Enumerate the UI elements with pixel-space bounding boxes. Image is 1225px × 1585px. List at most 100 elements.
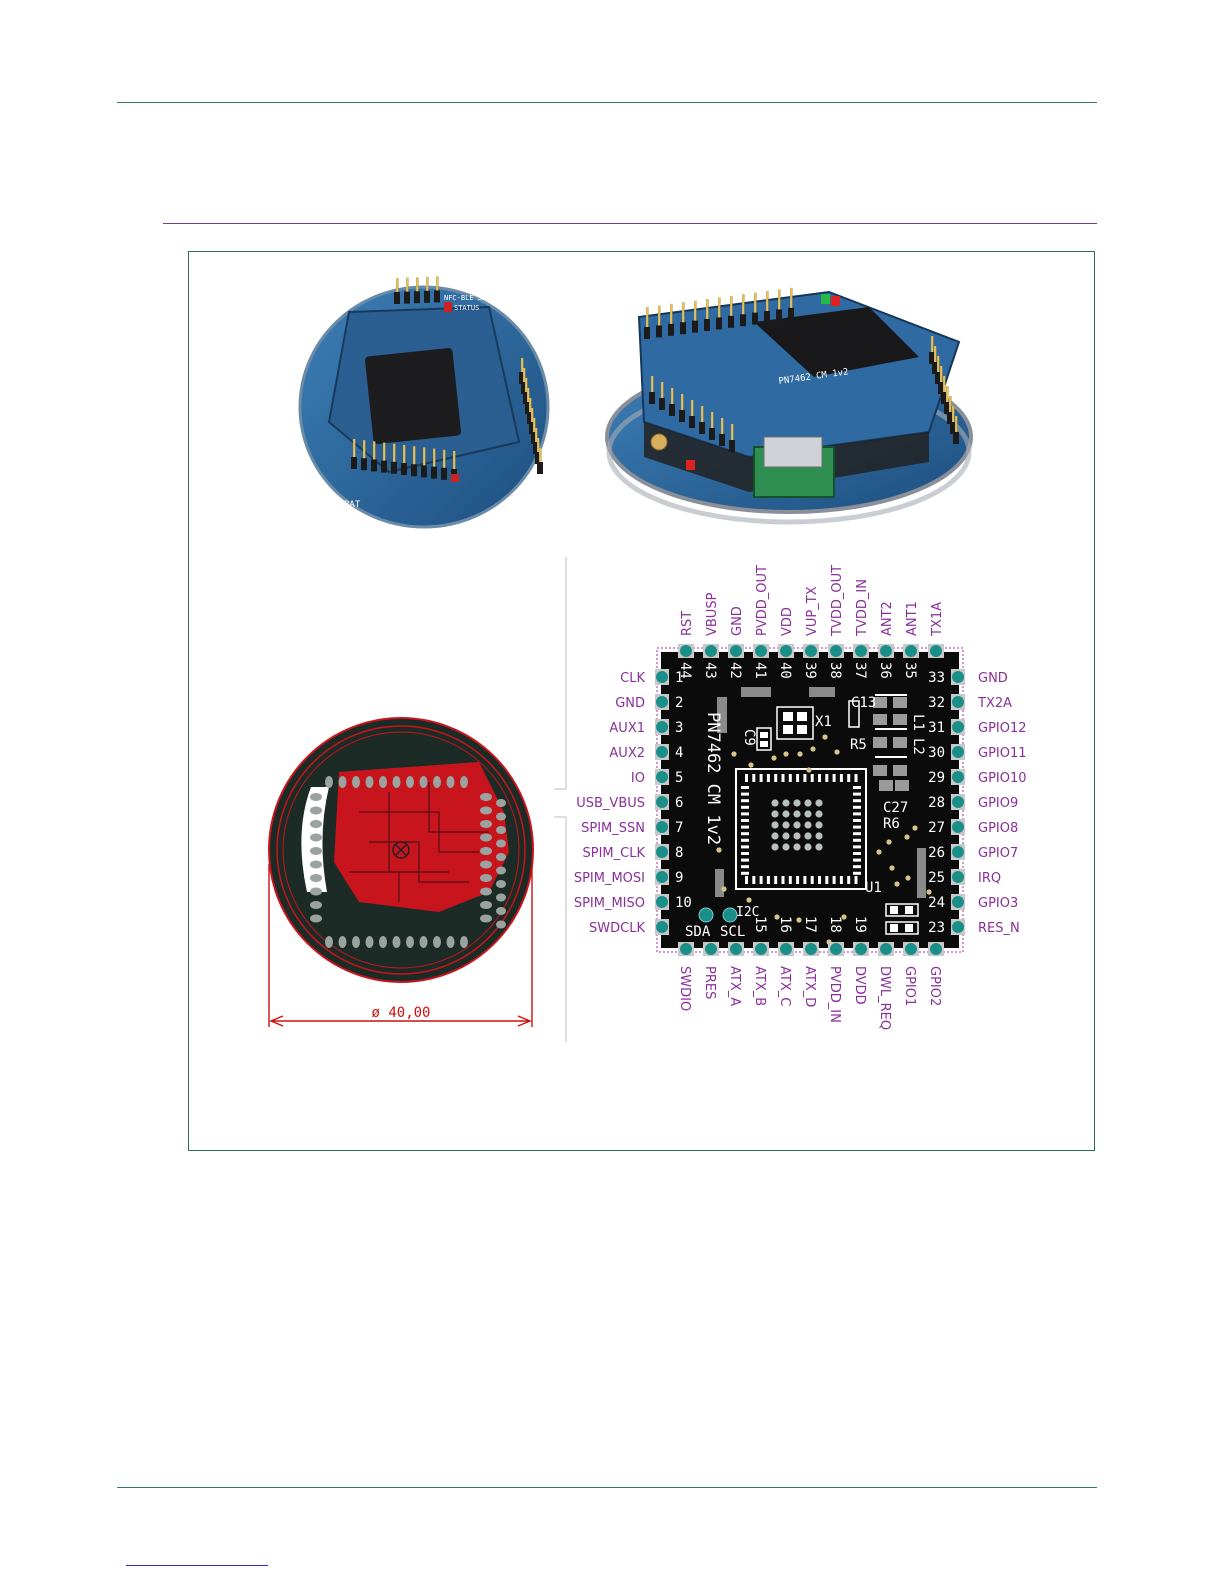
header-block [649, 392, 655, 404]
ic-pad [847, 774, 851, 782]
pcb-pad [496, 799, 506, 807]
pin-label-bottom: GPIO1 [902, 966, 917, 1006]
ic-pad [796, 774, 800, 782]
header-pin [754, 292, 757, 313]
pin-dot-bottom [905, 943, 917, 955]
pcb-pad [496, 812, 506, 821]
bga-ball [815, 799, 823, 807]
header-pin [934, 346, 937, 362]
vias [716, 734, 932, 945]
pin-label-right: GPIO3 [978, 896, 1018, 911]
header-block [944, 402, 950, 414]
pin-label-right: GND [978, 671, 1008, 686]
ic-pad [853, 786, 861, 789]
header-pin [436, 276, 439, 291]
pin-number-left: 4 [675, 745, 683, 761]
header-block [519, 372, 525, 384]
pin-dot-left [656, 746, 668, 758]
bga-ball [771, 843, 779, 851]
header-pin [711, 412, 714, 428]
ic-pad [781, 876, 785, 884]
via [912, 825, 918, 831]
pcb-copper-pour [334, 762, 509, 912]
header-pin [426, 276, 429, 291]
header-block [414, 291, 420, 304]
pin-label-left: CLK [620, 671, 645, 686]
footer-rule [117, 1487, 1097, 1488]
ic-pad [741, 812, 749, 816]
header-block [424, 290, 430, 303]
header-block [680, 322, 686, 335]
header-pin [363, 440, 366, 459]
pin-label-bottom: ATX_A [727, 966, 742, 1006]
pin-number-top: 36 [877, 662, 893, 679]
pcb-pad [480, 874, 492, 882]
pin-label-left: SPIM_CLK [583, 846, 646, 861]
header-block [441, 467, 447, 480]
pin-label-top: TVDD_OUT [830, 565, 845, 637]
pin-number-right: 24 [928, 895, 945, 911]
header-block [728, 315, 734, 328]
pcb-pad [419, 936, 428, 948]
pin-label-bottom: ATX_C [777, 966, 792, 1006]
via [841, 914, 847, 920]
pin-label-right: GPIO7 [978, 846, 1018, 861]
header-pin [529, 398, 532, 412]
pcb-pad [496, 839, 506, 848]
pin-dot-bottom [805, 943, 817, 955]
header-block [421, 465, 427, 478]
pcb-pad [480, 820, 492, 828]
header-pin [682, 302, 685, 323]
ic-pad [847, 876, 851, 884]
pin-label-right: GPIO10 [978, 771, 1027, 786]
pin-number-bottom: 15 [752, 916, 768, 933]
header-block [929, 352, 935, 364]
pin-number-bottom: 19 [852, 916, 868, 933]
pcb-pad [310, 887, 322, 896]
ic-pad [853, 819, 861, 822]
pin-dot-left [656, 896, 668, 908]
module-photo-right-pins [644, 287, 959, 452]
header-block [692, 320, 698, 333]
header-pin [521, 358, 524, 372]
pin-label-bottom: DWL_REQ [877, 966, 892, 1030]
header-block [953, 432, 959, 444]
pcb-pad [496, 866, 506, 875]
bga-ball [815, 821, 823, 829]
ic-pad [741, 845, 749, 849]
pin-dot-top [705, 645, 717, 657]
bga-ball [815, 810, 823, 818]
pin-label-top: PVDD_OUT [755, 565, 770, 636]
pad-block-2 [809, 687, 835, 697]
header-block [668, 323, 674, 336]
pin-label-left: SPIM_MISO [574, 896, 645, 911]
ic-pad [810, 774, 814, 782]
via [796, 917, 802, 923]
ic-footprint-u1 [735, 768, 867, 890]
header-pin [525, 378, 528, 392]
pin-label-left: GND [615, 696, 645, 711]
pin-label-left: USB_VBUS [576, 796, 645, 811]
pin-dot-top [680, 645, 692, 657]
ic-pad [788, 876, 792, 884]
header-pin [731, 424, 734, 440]
header-block [381, 460, 387, 473]
module-pinout: X1 C13 L1 C9 R5 L2 C27 R6 U1 PN7462 CM 1… [574, 565, 1027, 1030]
header-pin [433, 448, 436, 467]
pin-number-top: 41 [752, 662, 768, 679]
header-rule [117, 102, 1097, 103]
ic-pad [766, 876, 770, 884]
ic-pad [788, 774, 792, 782]
header-pin [539, 448, 542, 462]
pin-dot-left [656, 796, 668, 808]
header-pin [416, 277, 419, 292]
pin-dot-bottom [830, 943, 842, 955]
header-block [537, 462, 543, 474]
pin-label-bottom: ATX_D [802, 966, 817, 1007]
header-block [644, 327, 650, 339]
pin-label-right: GPIO8 [978, 821, 1018, 836]
bga-ball [771, 821, 779, 829]
pin-dot-right [952, 871, 964, 883]
header-pin [403, 445, 406, 463]
